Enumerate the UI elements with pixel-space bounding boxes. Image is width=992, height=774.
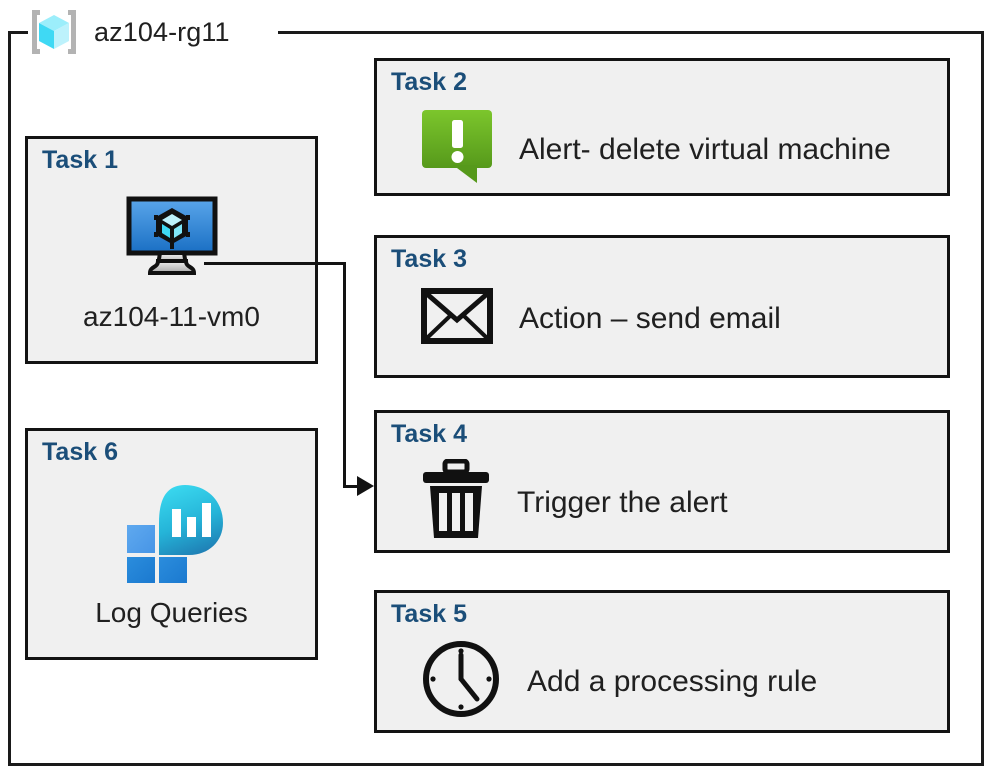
connector-segment-horizontal-top (204, 262, 346, 265)
card-task5-row: Add a processing rule (421, 639, 817, 724)
virtual-machine-icon (124, 195, 220, 284)
resource-group-frame-left (8, 31, 11, 766)
resource-group-header: az104-rg11 (28, 4, 230, 60)
trash-can-icon (421, 458, 491, 546)
card-task6[interactable]: Task 6 (25, 428, 318, 660)
card-task6-icon-wrap (28, 483, 315, 590)
card-task1-label: az104-11-vm0 (83, 301, 260, 332)
card-task2-label: Alert- delete virtual machine (519, 132, 891, 166)
card-task3-row: Action – send email (421, 288, 781, 349)
connector-segment-horizontal-bottom (343, 485, 369, 488)
log-analytics-icon (119, 483, 225, 590)
clock-icon (421, 639, 501, 724)
card-task4-label: Trigger the alert (517, 485, 728, 519)
card-task5-title: Task 5 (391, 600, 467, 628)
card-task3-title: Task 3 (391, 245, 467, 273)
card-task5-label: Add a processing rule (527, 664, 818, 698)
envelope-icon (421, 288, 493, 349)
card-task1-title: Task 1 (42, 146, 118, 174)
connector-arrowhead-icon (357, 476, 374, 496)
resource-group-frame-bottom (8, 763, 984, 766)
resource-group-frame-top-right (278, 31, 984, 34)
card-task3[interactable]: Task 3 Action – send email (374, 235, 950, 378)
card-task4-row: Trigger the alert (421, 458, 728, 546)
resource-group-cube-icon (28, 6, 80, 58)
card-task6-title: Task 6 (42, 438, 118, 466)
card-task4[interactable]: Task 4 Trigger the alert (374, 410, 950, 553)
card-task6-label: Log Queries (95, 597, 248, 628)
card-task2-row: Alert- delete virtual machine (421, 109, 891, 190)
card-task3-label: Action – send email (519, 301, 781, 335)
card-task5[interactable]: Task 5 Add a processing rule (374, 590, 950, 733)
card-task4-title: Task 4 (391, 420, 467, 448)
connector-segment-vertical (343, 262, 346, 488)
resource-group-frame-top-left (8, 31, 28, 34)
card-task2[interactable]: Task 2 Alert- delete virtual machin (374, 58, 950, 196)
resource-group-name: az104-rg11 (94, 16, 230, 47)
resource-group-frame-right (981, 31, 984, 766)
alert-bubble-icon (421, 109, 493, 190)
card-task2-title: Task 2 (391, 68, 467, 96)
card-task1[interactable]: Task 1 (25, 136, 318, 364)
card-task1-icon-wrap (28, 195, 315, 284)
